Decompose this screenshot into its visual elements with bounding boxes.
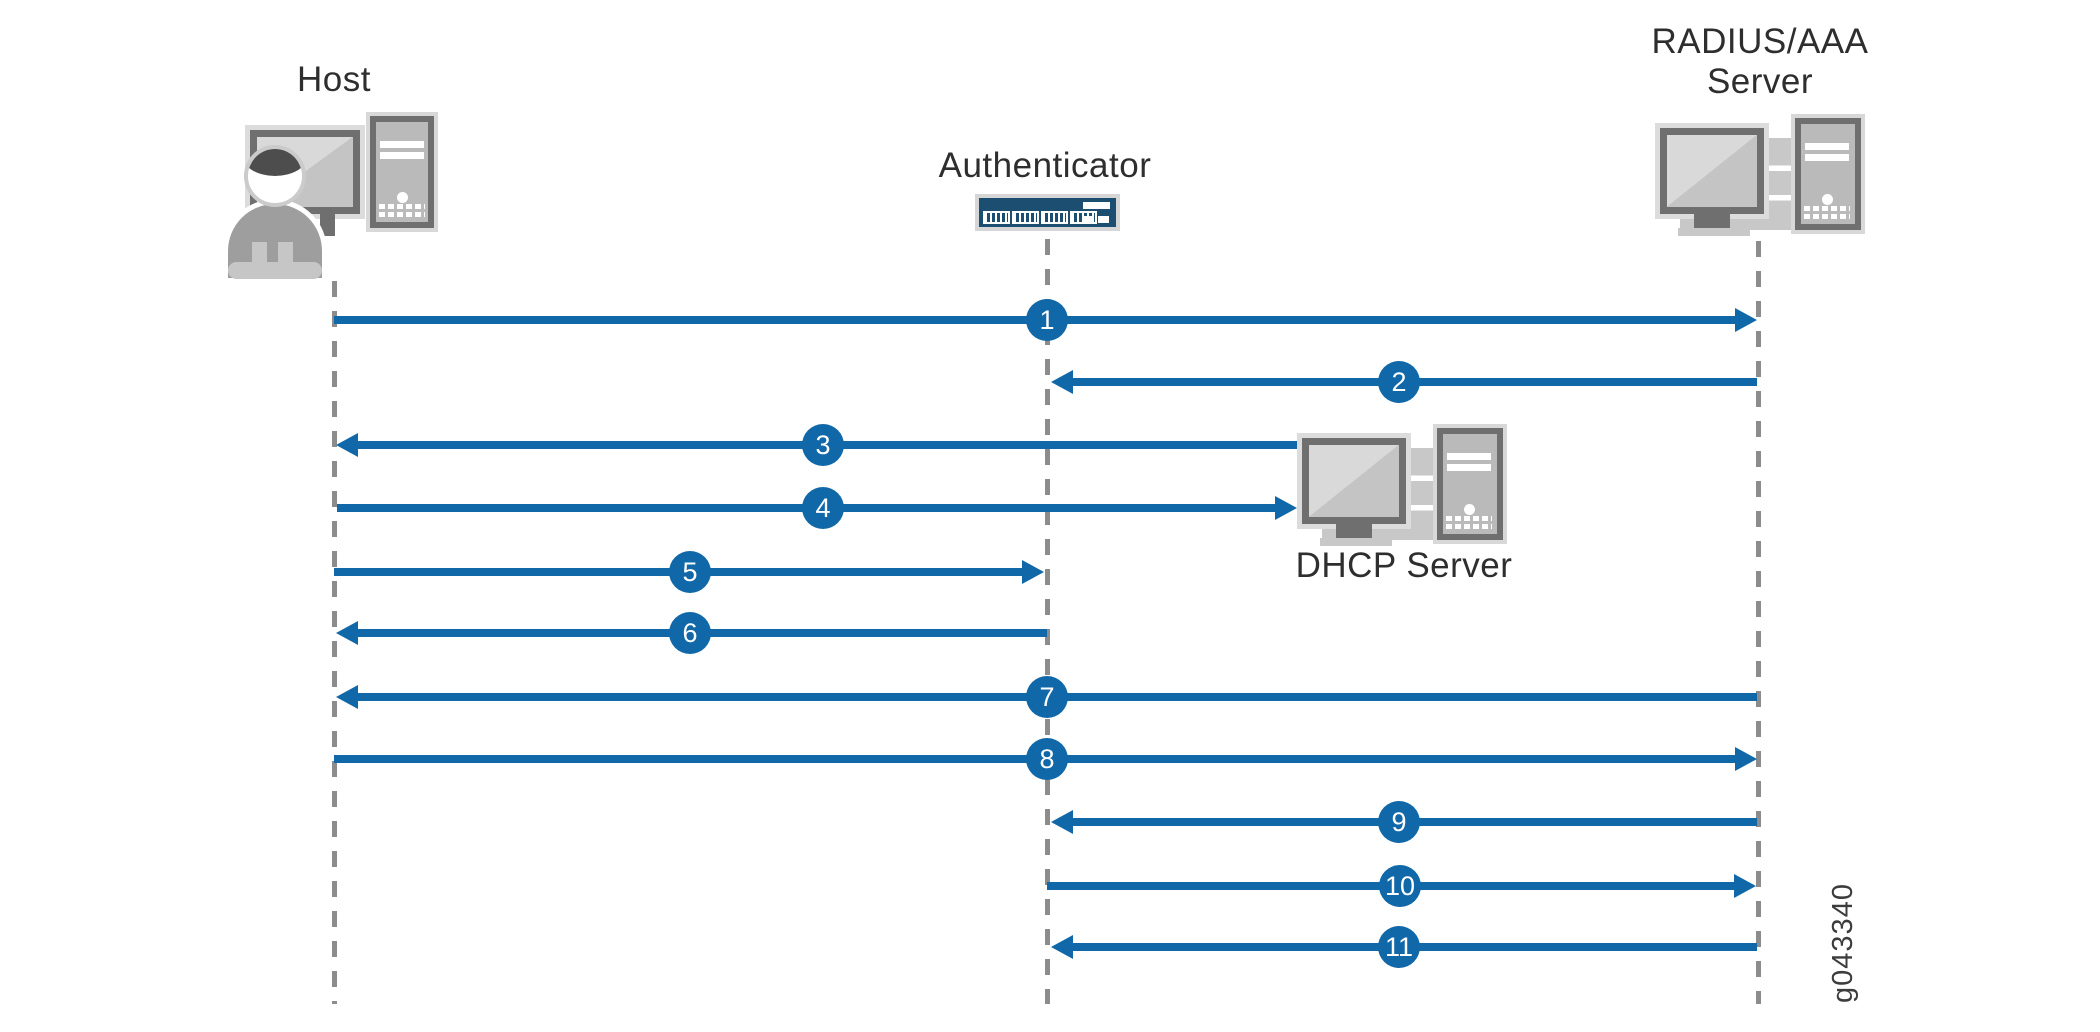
vent-grid-icon [1804, 206, 1850, 221]
person-head-icon [244, 145, 306, 207]
switch-uplink-port-icon [1083, 216, 1094, 223]
switch-panel-icon [1083, 202, 1110, 209]
message-9-arrowhead [1051, 810, 1073, 834]
network-switch-icon [979, 198, 1116, 227]
computer-tower-icon [1795, 118, 1861, 230]
computer-tower-icon [1437, 428, 1503, 540]
drive-slot-icon [380, 141, 424, 148]
message-10-arrowhead [1734, 874, 1756, 898]
message-8-arrowhead [1735, 747, 1757, 771]
lifeline-radius [1756, 241, 1761, 1004]
monitor-stand-icon [320, 214, 335, 236]
power-button-icon [1464, 504, 1475, 515]
message-1-arrowhead [1735, 308, 1757, 332]
vent-grid-icon [379, 204, 425, 219]
message-7-arrowhead [336, 685, 358, 709]
monitor-stand-icon [1694, 212, 1730, 230]
monitor-icon [1302, 438, 1406, 524]
monitor-base-icon [1320, 538, 1392, 546]
drive-slot-icon [380, 152, 424, 159]
message-8-step-badge: 8 [1026, 738, 1068, 780]
message-5-step-badge: 5 [669, 551, 711, 593]
dhcp-server-label: DHCP Server [1295, 546, 1513, 585]
radius-server-label: RADIUS/AAA Server [1610, 22, 1910, 102]
message-1-step-badge: 1 [1026, 299, 1068, 341]
message-11-arrowhead [1051, 935, 1073, 959]
message-3-arrowhead [336, 433, 358, 457]
drive-slot-icon [1805, 154, 1849, 161]
drive-slot-icon [1447, 464, 1491, 471]
message-4-arrowhead [1275, 496, 1297, 520]
switch-ports-icon [983, 211, 1097, 224]
port-group-icon [1012, 211, 1039, 224]
authenticator-label: Authenticator [938, 146, 1152, 185]
message-2-step-badge: 2 [1378, 361, 1420, 403]
message-9-step-badge: 9 [1378, 801, 1420, 843]
message-2-arrowhead [1051, 370, 1073, 394]
port-group-icon [1041, 211, 1068, 224]
lifeline-host [332, 281, 337, 1004]
drive-slot-icon [1447, 453, 1491, 460]
person-base-icon [228, 262, 322, 279]
vent-grid-icon [1446, 516, 1492, 531]
message-10-step-badge: 10 [1379, 865, 1421, 907]
message-3-step-badge: 3 [802, 424, 844, 466]
computer-tower-icon [370, 116, 434, 228]
power-button-icon [1822, 194, 1833, 205]
monitor-base-icon [1678, 228, 1750, 236]
message-4-step-badge: 4 [802, 487, 844, 529]
dhcp-server-icon [1292, 422, 1507, 546]
radius-server-label-line2: Server [1706, 62, 1814, 101]
host-label: Host [297, 60, 371, 99]
message-6-arrowhead [336, 621, 358, 645]
power-button-icon [397, 192, 408, 203]
switch-uplink-port-icon [1098, 216, 1109, 223]
radius-server-label-line1: RADIUS/AAA [1651, 22, 1869, 61]
message-5-arrowhead [1022, 560, 1044, 584]
message-6-step-badge: 6 [669, 612, 711, 654]
message-11-step-badge: 11 [1378, 926, 1420, 968]
message-7-step-badge: 7 [1026, 676, 1068, 718]
port-group-icon [983, 211, 1010, 224]
drive-slot-icon [1805, 143, 1849, 150]
monitor-stand-icon [1336, 522, 1372, 540]
lifeline-authenticator [1045, 239, 1050, 1004]
monitor-icon [1660, 128, 1764, 214]
person-workstation-icon [228, 112, 442, 282]
figure-id: g043340 [1826, 883, 1859, 1003]
radius-server-icon [1650, 112, 1865, 236]
